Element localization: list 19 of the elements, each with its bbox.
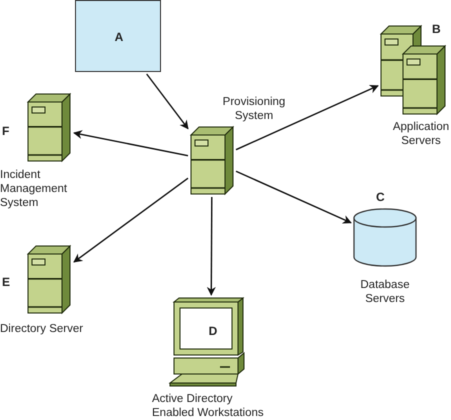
arrow xyxy=(146,74,189,130)
node-label: Database Servers xyxy=(359,278,411,306)
node-label: Active Directory Enabled Workstations xyxy=(152,392,264,420)
letter-label: A xyxy=(114,30,124,44)
node-label: Provisioning System xyxy=(222,95,286,123)
process-box xyxy=(75,0,161,72)
letter-label: E xyxy=(2,275,12,289)
node-label: Application Servers xyxy=(392,120,450,148)
arrow xyxy=(73,178,188,263)
letter-label: F xyxy=(2,124,10,138)
letter-label: D xyxy=(208,324,218,338)
node-label: Incident Management System xyxy=(0,168,66,210)
arrow xyxy=(236,170,352,224)
arrow xyxy=(206,197,216,296)
letter-label: B xyxy=(432,22,442,36)
arrow xyxy=(73,130,188,156)
node-label: Directory Server xyxy=(0,322,84,336)
arrow xyxy=(236,84,379,150)
letter-label: C xyxy=(376,190,386,204)
